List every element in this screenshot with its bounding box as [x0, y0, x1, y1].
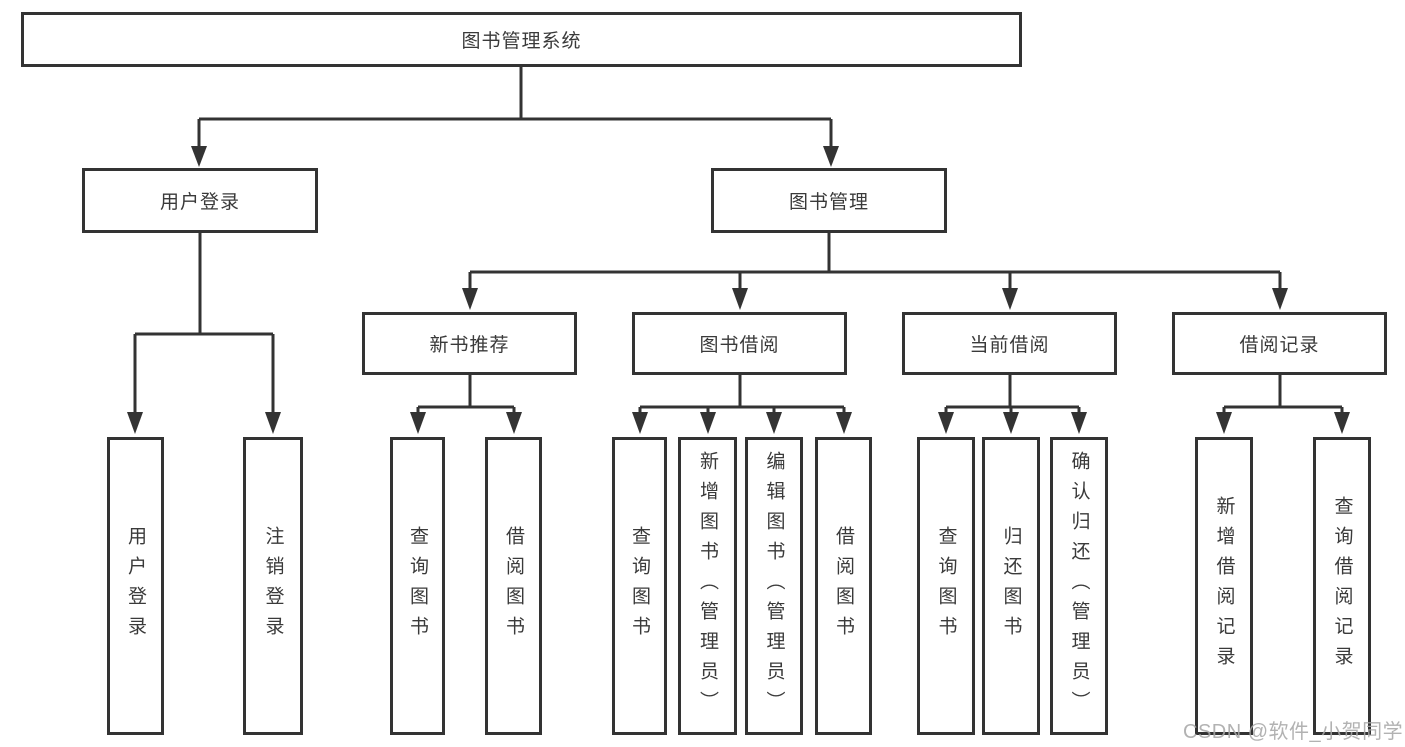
leaf-return-books-label: 归还图书: [1000, 526, 1022, 646]
node-user-login-label: 用户登录: [159, 192, 240, 213]
leaf-recommend-borrow-books: 借阅图书: [485, 437, 542, 735]
leaf-user-login: 用户登录: [107, 437, 164, 735]
leaf-current-query-books-label: 查询图书: [935, 526, 957, 646]
node-book-management-label: 图书管理: [788, 192, 869, 213]
leaf-borrow-books: 借阅图书: [815, 437, 872, 735]
leaf-borrow-books-label: 借阅图书: [833, 526, 854, 646]
leaf-query-borrow-record: 查询借阅记录: [1313, 437, 1371, 735]
leaf-add-books-admin: 新增图书（管理员）: [678, 437, 737, 735]
leaf-recommend-borrow-books-label: 借阅图书: [503, 526, 524, 646]
node-current-borrow: 当前借阅: [902, 312, 1117, 375]
leaf-user-login-label: 用户登录: [125, 526, 146, 646]
node-root-label: 图书管理系统: [461, 31, 582, 52]
arrowheads: [127, 146, 1350, 434]
leaf-return-books: 归还图书: [982, 437, 1040, 735]
leaf-borrow-query-books: 查询图书: [612, 437, 667, 735]
leaf-borrow-query-books-label: 查询图书: [629, 526, 650, 646]
node-book-borrow-label: 图书借阅: [699, 335, 780, 356]
node-root: 图书管理系统: [21, 12, 1022, 67]
leaf-edit-books-admin-label: 编辑图书（管理员）: [763, 451, 785, 721]
leaf-recommend-query-books-label: 查询图书: [407, 526, 428, 646]
leaf-logout-label: 注销登录: [262, 526, 284, 646]
node-borrow-records: 借阅记录: [1172, 312, 1387, 375]
leaf-logout: 注销登录: [243, 437, 303, 735]
leaf-confirm-return-admin-label: 确认归还（管理员）: [1068, 451, 1090, 721]
leaf-add-borrow-record-label: 新增借阅记录: [1213, 496, 1235, 676]
leaf-add-borrow-record: 新增借阅记录: [1195, 437, 1253, 735]
node-new-book-recommend-label: 新书推荐: [429, 335, 510, 356]
node-current-borrow-label: 当前借阅: [969, 335, 1050, 356]
watermark: CSDN @软件_小贺同学: [1183, 721, 1404, 743]
node-book-management: 图书管理: [711, 168, 947, 233]
node-new-book-recommend: 新书推荐: [362, 312, 577, 375]
leaf-current-query-books: 查询图书: [917, 437, 975, 735]
leaf-confirm-return-admin: 确认归还（管理员）: [1050, 437, 1108, 735]
leaf-query-borrow-record-label: 查询借阅记录: [1331, 496, 1353, 676]
node-user-login: 用户登录: [82, 168, 318, 233]
node-borrow-records-label: 借阅记录: [1239, 335, 1320, 356]
node-book-borrow: 图书借阅: [632, 312, 847, 375]
leaf-edit-books-admin: 编辑图书（管理员）: [745, 437, 803, 735]
leaf-recommend-query-books: 查询图书: [390, 437, 445, 735]
leaf-add-books-admin-label: 新增图书（管理员）: [697, 451, 718, 721]
